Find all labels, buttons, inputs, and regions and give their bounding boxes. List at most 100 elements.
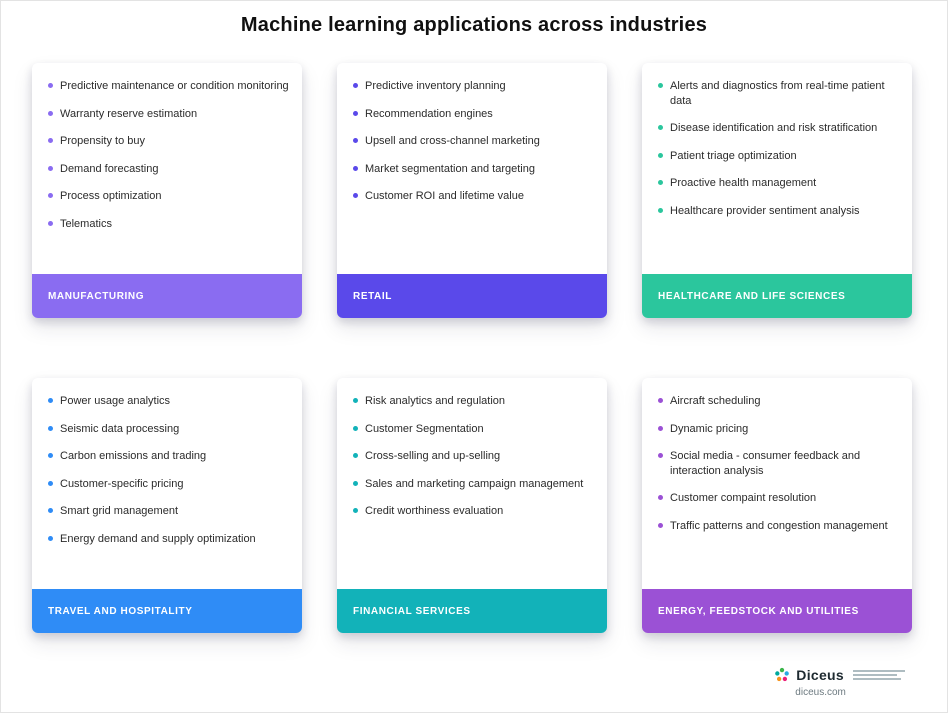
- card-footer-label: FINANCIAL SERVICES: [337, 589, 607, 633]
- card-label-text: FINANCIAL SERVICES: [353, 605, 471, 617]
- list-item-text: Traffic patterns and congestion manageme…: [670, 519, 888, 532]
- card-energy-feedstock-utilities: Aircraft scheduling Dynamic pricing Soci…: [642, 378, 912, 633]
- list-item-text: Disease identification and risk stratifi…: [670, 122, 878, 135]
- brand-tagline: [853, 670, 905, 680]
- bullet-dot: [658, 453, 663, 459]
- card-items: Predictive maintenance or condition moni…: [32, 63, 302, 274]
- list-item: Warranty reserve estimation: [48, 107, 297, 122]
- card-label-text: RETAIL: [353, 290, 392, 302]
- page-title: Machine learning applications across ind…: [240, 14, 708, 36]
- card-retail: Predictive inventory planning Recommenda…: [337, 63, 607, 318]
- bullet-dot: [658, 495, 663, 501]
- list-item-text: Risk analytics and regulation: [365, 395, 506, 407]
- list-item-text: Propensity to buy: [60, 135, 145, 148]
- cards-grid: Predictive maintenance or condition moni…: [1, 37, 947, 633]
- card-items: Risk analytics and regulation Customer S…: [337, 378, 607, 589]
- bullet-dot: [353, 83, 358, 88]
- bullet-dot: [48, 193, 53, 199]
- list-item-text: Sales and marketing campaign management: [365, 477, 584, 490]
- list-item-text: Seismic data processing: [60, 422, 180, 435]
- card-travel-hospitality: Power usage analytics Seismic data proce…: [32, 378, 302, 633]
- list-item-text: Power usage analytics: [60, 395, 171, 407]
- card-items: Alerts and diagnostics from real-time pa…: [642, 63, 912, 274]
- list-item-text: Customer compaint resolution: [670, 492, 817, 505]
- bullet-dot: [658, 83, 663, 88]
- list-item-text: Healthcare provider sentiment analysis: [670, 204, 860, 217]
- card-label-text: HEALTHCARE AND LIFE SCIENCES: [658, 290, 846, 302]
- list-item-text: Warranty reserve estimation: [60, 107, 198, 120]
- bullet-dot: [48, 453, 53, 459]
- bullet-dot: [353, 508, 358, 514]
- bullet-dot: [353, 193, 358, 199]
- card-financial-services: Risk analytics and regulation Customer S…: [337, 378, 607, 633]
- list-item: Recommendation engines: [353, 107, 602, 122]
- bullet-dot: [48, 83, 53, 88]
- list-item-text: Credit worthiness evaluation: [365, 505, 504, 518]
- list-item: Propensity to buy: [48, 134, 297, 149]
- bullet-dot: [658, 180, 663, 186]
- brand-row: Diceus: [773, 666, 905, 684]
- card-healthcare-life-sciences: Alerts and diagnostics from real-time pa…: [642, 63, 912, 318]
- list-item-text: Cross-selling and up-selling: [365, 450, 501, 463]
- card-footer-label: RETAIL: [337, 274, 607, 318]
- card-footer-label: MANUFACTURING: [32, 274, 302, 318]
- list-item: Telematics: [48, 217, 297, 232]
- list-item-text: Recommendation engines: [365, 107, 493, 120]
- list-item: Sales and marketing campaign management: [353, 477, 602, 492]
- bullet-dot: [48, 480, 53, 486]
- list-item: Proactive health management: [658, 176, 907, 191]
- list-item-text: Predictive inventory planning: [365, 80, 506, 92]
- list-item: Process optimization: [48, 189, 297, 204]
- list-item: Carbon emissions and trading: [48, 449, 297, 464]
- card-items: Predictive inventory planning Recommenda…: [337, 63, 607, 274]
- bullet-dot: [48, 535, 53, 541]
- list-item: Customer ROI and lifetime value: [353, 189, 602, 204]
- bullet-dot: [353, 138, 358, 144]
- bullet-dot: [353, 425, 358, 431]
- list-item-text: Aircraft scheduling: [670, 395, 761, 407]
- bullet-dot: [353, 480, 358, 486]
- bullet-dot: [658, 152, 663, 158]
- list-item: Predictive inventory planning: [353, 79, 602, 94]
- list-item-text: Social media - consumer feedback and int…: [670, 450, 861, 477]
- list-item: Customer-specific pricing: [48, 477, 297, 492]
- bullet-dot: [353, 110, 358, 116]
- list-item: Upsell and cross-channel marketing: [353, 134, 602, 149]
- list-item: Social media - consumer feedback and int…: [658, 449, 907, 478]
- bullet-dot: [353, 453, 358, 459]
- list-item-text: Energy demand and supply optimization: [60, 532, 256, 545]
- card-label-text: TRAVEL AND HOSPITALITY: [48, 605, 193, 617]
- diceus-logo-icon: [775, 667, 790, 682]
- list-item: Cross-selling and up-selling: [353, 449, 602, 464]
- list-item: Customer compaint resolution: [658, 491, 907, 506]
- list-item-text: Predictive maintenance or condition moni…: [60, 80, 289, 92]
- list-item-text: Patient triage optimization: [670, 149, 797, 162]
- list-item-text: Customer-specific pricing: [60, 477, 184, 490]
- list-item: Seismic data processing: [48, 422, 297, 437]
- bullet-dot: [658, 398, 663, 403]
- card-footer-label: TRAVEL AND HOSPITALITY: [32, 589, 302, 633]
- list-item: Patient triage optimization: [658, 149, 907, 164]
- card-manufacturing: Predictive maintenance or condition moni…: [32, 63, 302, 318]
- list-item: Energy demand and supply optimization: [48, 532, 297, 547]
- bullet-dot: [658, 522, 663, 528]
- list-item-text: Demand forecasting: [60, 162, 159, 175]
- list-item: Disease identification and risk stratifi…: [658, 121, 907, 136]
- bullet-dot: [48, 165, 53, 171]
- list-item-text: Carbon emissions and trading: [60, 450, 207, 463]
- bullet-dot: [353, 398, 358, 403]
- list-item: Smart grid management: [48, 504, 297, 519]
- list-item: Credit worthiness evaluation: [353, 504, 602, 519]
- list-item-text: Market segmentation and targeting: [365, 162, 535, 175]
- list-item: Alerts and diagnostics from real-time pa…: [658, 79, 907, 108]
- bullet-dot: [48, 398, 53, 403]
- list-item: Customer Segmentation: [353, 422, 602, 437]
- list-item: Dynamic pricing: [658, 422, 907, 437]
- bullet-dot: [658, 425, 663, 431]
- list-item-text: Upsell and cross-channel marketing: [365, 135, 540, 148]
- brand-name: Diceus: [796, 667, 844, 683]
- list-item-text: Dynamic pricing: [670, 422, 749, 435]
- list-item-text: Customer Segmentation: [365, 422, 484, 435]
- list-item-text: Smart grid management: [60, 505, 178, 518]
- bullet-dot: [658, 207, 663, 213]
